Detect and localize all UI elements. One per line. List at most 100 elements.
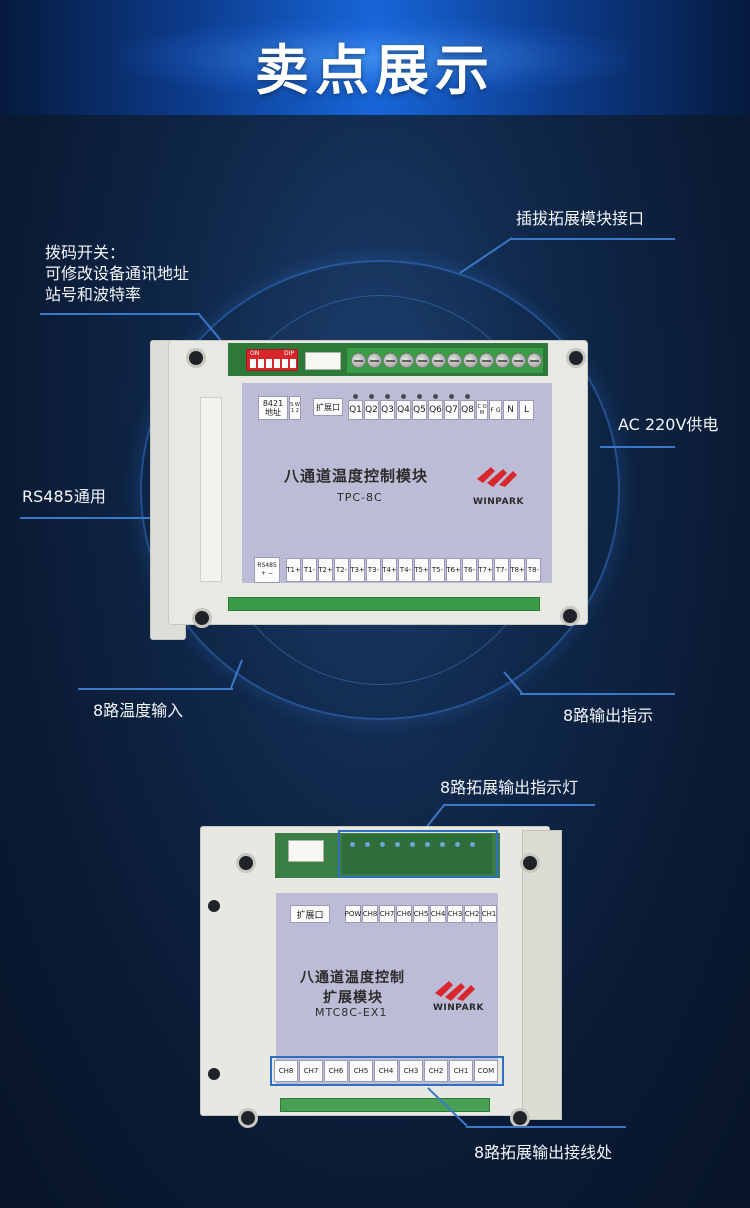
sw-label: S W 1 2	[289, 396, 301, 420]
mount-hole-tl	[186, 348, 206, 368]
ext-product-model: MTC8C-EX1	[315, 1006, 388, 1019]
output-q7: Q7	[444, 400, 459, 420]
callout-expansion-port: 插拔拓展模块接口	[516, 209, 645, 228]
power-l: L	[519, 400, 534, 420]
callout-line-temp-diag	[230, 659, 243, 689]
ext-side-slot-1	[208, 900, 220, 912]
output-led-row	[353, 394, 470, 399]
ext-product-title-line1: 八通道温度控制	[300, 970, 405, 986]
mount-hole-bl	[192, 608, 212, 628]
ext-terminal-ch6: CH6	[324, 1060, 348, 1082]
output-q6: Q6	[428, 400, 443, 420]
temp-input-t1p: T1+	[286, 558, 301, 582]
rs485-label: RS485 + −	[254, 557, 280, 583]
ext-terminal-com: COM	[474, 1060, 498, 1082]
callout-line-ext-terminal	[466, 1126, 626, 1128]
callout-line-expansion-diag	[459, 237, 513, 274]
ext-module-right-wing	[522, 830, 562, 1120]
ext-terminal-ch3: CH3	[399, 1060, 423, 1082]
callout-line-ext-led-diag	[424, 803, 446, 830]
ext-side-slot-2	[208, 1068, 220, 1080]
callout-temp-input: 8路温度输入	[93, 701, 184, 720]
output-terminal-row: Q1 Q2 Q3 Q4 Q5 Q6 Q7 Q8 C O M F G N L	[348, 400, 534, 420]
dip-switch[interactable]: ON DIP	[246, 349, 298, 371]
ext-indicator-ch2: CH2	[464, 905, 480, 923]
winpark-logo-icon	[477, 467, 517, 487]
temp-input-t8p: T8+	[510, 558, 525, 582]
ext-mount-hole-tl	[236, 853, 256, 873]
expansion-connector[interactable]	[305, 352, 341, 370]
output-q8: Q8	[460, 400, 475, 420]
ext-expansion-connector[interactable]	[288, 840, 324, 862]
output-com: C O M	[476, 400, 488, 420]
callout-line-expansion	[510, 238, 675, 240]
temp-input-t1m: T1-	[302, 558, 317, 582]
main-product-model: TPC-8C	[337, 491, 383, 504]
ext-terminal-ch2: CH2	[424, 1060, 448, 1082]
temp-input-t4p: T4+	[382, 558, 397, 582]
temp-input-t2m: T2-	[334, 558, 349, 582]
power-fg: F G	[489, 400, 502, 420]
temp-input-t7p: T7+	[478, 558, 493, 582]
temp-input-terminal-row: T1+ T1- T2+ T2- T3+ T3- T4+ T4- T5+ T5- …	[286, 558, 541, 582]
ext-indicator-ch6: CH6	[396, 905, 412, 923]
input-terminal-block[interactable]	[228, 597, 540, 611]
mount-hole-br	[560, 606, 580, 626]
main-brand: WINPARK	[473, 497, 524, 507]
output-q3: Q3	[380, 400, 395, 420]
ext-winpark-logo-icon	[435, 981, 475, 1001]
output-q5: Q5	[412, 400, 427, 420]
callout-line-ext-led	[445, 804, 595, 806]
ext-mount-hole-bl	[238, 1108, 258, 1128]
ext-indicator-ch3: CH3	[447, 905, 463, 923]
power-terminal-block[interactable]	[346, 347, 544, 374]
callout-rs485: RS485通用	[22, 487, 106, 506]
temp-input-t6m: T6-	[462, 558, 477, 582]
ext-indicator-ch8: CH8	[362, 905, 378, 923]
temp-input-t6p: T6+	[446, 558, 461, 582]
ext-indicator-pow: POW	[345, 905, 361, 923]
ext-terminal-row: CH8 CH7 CH6 CH5 CH4 CH3 CH2 CH1 COM	[274, 1060, 498, 1082]
callout-output-indicator: 8路输出指示	[563, 706, 654, 725]
ext-indicator-ch5: CH5	[413, 905, 429, 923]
output-q1: Q1	[348, 400, 363, 420]
callout-power: AC 220V供电	[618, 415, 719, 434]
ext-indicator-ch4: CH4	[430, 905, 446, 923]
ext-terminal-ch4: CH4	[374, 1060, 398, 1082]
expansion-label: 扩展口	[313, 398, 343, 416]
page-title: 卖点展示	[255, 39, 495, 102]
callout-ext-led: 8路拓展输出指示灯	[440, 778, 579, 797]
ext-terminal-highlight	[270, 1056, 504, 1086]
callout-line-dip	[40, 313, 200, 315]
temp-input-t8m: T8-	[526, 558, 541, 582]
ext-product-title-line2: 扩展模块	[323, 990, 383, 1006]
output-q4: Q4	[396, 400, 411, 420]
ext-indicator-ch1: CH1	[481, 905, 497, 923]
ext-mount-hole-br	[510, 1108, 530, 1128]
ext-terminal-ch5: CH5	[349, 1060, 373, 1082]
ext-expansion-label: 扩展口	[290, 905, 330, 923]
ext-output-terminal-block[interactable]	[280, 1098, 490, 1112]
main-module-side-label	[200, 397, 222, 582]
title-glow	[120, 18, 630, 98]
power-n: N	[503, 400, 518, 420]
callout-dip-switch: 拨码开关： 可修改设备通讯地址 站号和波特率	[45, 243, 190, 304]
temp-input-t5m: T5-	[430, 558, 445, 582]
temp-input-t3m: T3-	[366, 558, 381, 582]
main-product-title: 八通道温度控制模块	[284, 467, 429, 485]
output-q2: Q2	[364, 400, 379, 420]
ext-indicator-row: POW CH8 CH7 CH6 CH5 CH4 CH3 CH2 CH1	[345, 905, 497, 923]
callout-line-output	[520, 693, 675, 695]
ext-terminal-ch1: CH1	[449, 1060, 473, 1082]
temp-input-t3p: T3+	[350, 558, 365, 582]
callout-line-rs485	[20, 517, 150, 519]
ext-indicator-ch7: CH7	[379, 905, 395, 923]
callout-line-temp	[78, 688, 233, 690]
ext-terminal-ch7: CH7	[299, 1060, 323, 1082]
callout-ext-terminal: 8路拓展输出接线处	[474, 1143, 613, 1162]
dip-switch-keys	[250, 359, 296, 368]
ext-terminal-ch8: CH8	[274, 1060, 298, 1082]
temp-input-t5p: T5+	[414, 558, 429, 582]
ext-brand: WINPARK	[433, 1003, 484, 1013]
mount-hole-tr	[566, 348, 586, 368]
